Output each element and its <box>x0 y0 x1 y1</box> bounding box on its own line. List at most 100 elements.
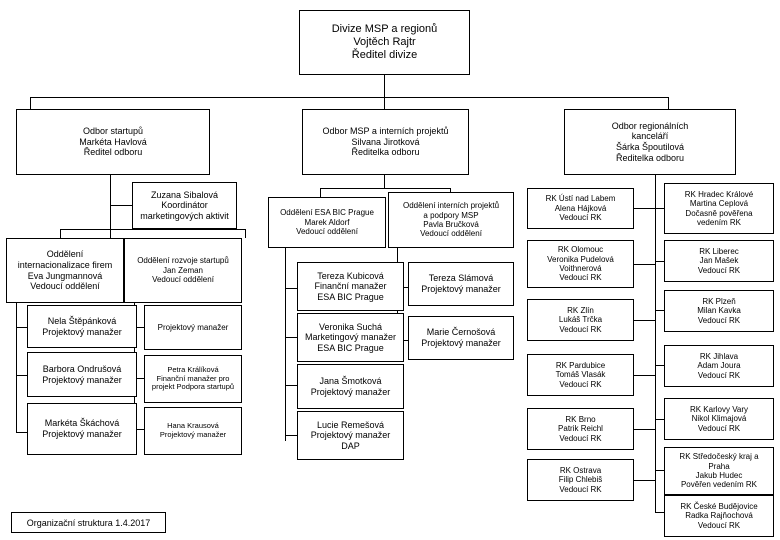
node-dept-internationalization[interactable]: Oddělení internacionalizace firem Eva Ju… <box>6 238 124 303</box>
intl-staff-2-person: Barbora Ondrušová <box>42 363 122 374</box>
node-rk-karlovy-vary[interactable]: RK Karlovy Vary Nikol Klimajová Vedoucí … <box>664 398 774 440</box>
node-esa-staff-1[interactable]: Tereza Kubicová Finanční manažer ESA BIC… <box>297 262 404 311</box>
rk-olomouc-person-line2: Voithnerová <box>559 264 602 273</box>
node-internal-staff-2[interactable]: Marie Černošová Projektový manažer <box>408 316 514 360</box>
node-internal-staff-1[interactable]: Tereza Slámová Projektový manažer <box>408 262 514 306</box>
rk-liberec-office: RK Liberec <box>699 246 739 256</box>
rk-stredocesky-role: Pověřen vedením RK <box>680 480 758 490</box>
rk-budejovice-office: RK České Budějovice <box>680 501 758 511</box>
node-root[interactable]: Divize MSP a regionů Vojtěch Rajtr Ředit… <box>299 10 470 75</box>
rk-hradec-role-line1: Dočasně pověřena <box>685 208 753 218</box>
connector-rk-right-7 <box>655 512 664 513</box>
node-dept-esa[interactable]: Oddělení ESA BIC Prague Marek Aldorf Ved… <box>268 197 386 248</box>
startupdev-staff-1-role: Projektový manažer <box>157 322 229 332</box>
node-rk-ostrava[interactable]: RK Ostrava Filip Chlebiš Vedoucí RK <box>527 459 634 501</box>
node-rk-hradec-kralove[interactable]: RK Hradec Králové Martina Ceplová Dočasn… <box>664 183 774 234</box>
rk-stredocesky-office-line2: Praha <box>708 461 730 471</box>
node-division-startups[interactable]: Odbor startupů Markéta Havlová Ředitel o… <box>16 109 210 175</box>
intl-unit-line2: internacionalizace firem <box>17 259 113 270</box>
node-rk-plzen[interactable]: RK Plzeň Milan Kavka Vedoucí RK <box>664 290 774 332</box>
connector-rk-left-6 <box>634 480 655 481</box>
esa-staff-2-role-line2: ESA BIC Prague <box>317 342 384 353</box>
rk-plzen-role: Vedoucí RK <box>697 315 741 325</box>
node-rk-liberec[interactable]: RK Liberec Jan Mašek Vedoucí RK <box>664 240 774 282</box>
rk-usti-role: Vedoucí RK <box>559 213 602 223</box>
rk-ostrava-person: Filip Chlebiš <box>558 475 603 485</box>
node-startupdev-staff-1[interactable]: Projektový manažer <box>144 305 242 350</box>
startups-person: Markéta Havlová <box>79 136 147 147</box>
intl-staff-3-person: Markéta Škáchová <box>44 418 120 429</box>
rk-zlin-person: Lukáš Trčka <box>558 315 603 325</box>
rk-jihlava-role: Vedoucí RK <box>697 370 741 380</box>
node-intl-staff-1[interactable]: Nela Štěpánková Projektový manažer <box>27 305 137 348</box>
esa-staff-1-role-line2: ESA BIC Prague <box>317 291 384 302</box>
intl-staff-1-person: Nela Štěpánková <box>47 315 117 326</box>
connector-msp-bus <box>320 188 450 189</box>
rk-budejovice-person: Radka Rajňochová <box>685 511 753 521</box>
node-esa-staff-4[interactable]: Lucie Remešová Projektový manažer DAP <box>297 411 404 460</box>
internal-role: Vedoucí oddělení <box>420 229 482 239</box>
startupdev-staff-2-role-line1: Finanční manažer pro <box>156 373 230 383</box>
rk-plzen-person: Milan Kavka <box>697 306 741 316</box>
connector-rk-right-1 <box>655 208 664 209</box>
rk-karlovy-office: RK Karlovy Vary <box>689 404 749 414</box>
coordinator-person: Zuzana Sibalová <box>150 189 219 200</box>
startupdev-staff-2-person: Petra Králíková <box>167 364 219 374</box>
connector-intl-staff-3 <box>16 432 27 433</box>
connector-regional-spine <box>655 175 656 512</box>
node-rk-olomouc[interactable]: RK Olomouc Veronika Pudelová Voithnerová… <box>527 240 634 288</box>
internal-unit-line1: Oddělení interních projektů <box>402 201 500 211</box>
startupdev-role: Vedoucí oddělení <box>152 275 214 285</box>
rk-hradec-person: Martina Ceplová <box>689 199 749 209</box>
node-coordinator[interactable]: Zuzana Sibalová Koordinátor marketingový… <box>132 182 237 229</box>
rk-karlovy-person: Nikol Klimajová <box>691 414 747 424</box>
node-division-msp[interactable]: Odbor MSP a interních projektů Silvana J… <box>302 109 469 175</box>
internal-staff-1-role: Projektový manažer <box>421 284 501 294</box>
startupdev-staff-2-role-line2: projekt Podpora startupů <box>151 382 235 392</box>
node-intl-staff-2[interactable]: Barbora Ondrušová Projektový manažer <box>27 352 137 397</box>
node-rk-ceske-budejovice[interactable]: RK České Budějovice Radka Rajňochová Ved… <box>664 495 774 537</box>
node-esa-staff-2[interactable]: Veronika Suchá Marketingový manažer ESA … <box>297 313 404 362</box>
node-dept-internal[interactable]: Oddělení interních projektů a podpory MS… <box>388 192 514 248</box>
esa-staff-3-person: Jana Šmotková <box>319 375 382 386</box>
node-division-regional[interactable]: Odbor regionálních kanceláří Šárka Špout… <box>564 109 736 175</box>
rk-brno-office: RK Brno <box>565 414 596 424</box>
node-startupdev-staff-3[interactable]: Hana Krausová Projektový manažer <box>144 407 242 455</box>
esa-unit: Oddělení ESA BIC Prague <box>280 208 374 218</box>
node-rk-stredocesky[interactable]: RK Středočeský kraj a Praha Jakub Hudec … <box>664 447 774 495</box>
node-rk-usti[interactable]: RK Ústí nad Labem Alena Hájková Vedoucí … <box>527 188 634 229</box>
connector-esa-staff-spine <box>285 248 286 441</box>
rk-liberec-person: Jan Mašek <box>699 256 739 266</box>
connector-rk-right-6 <box>655 470 664 471</box>
node-rk-pardubice[interactable]: RK Pardubice Tomáš Vlasák Vedoucí RK <box>527 354 634 396</box>
node-intl-staff-3[interactable]: Markéta Škáchová Projektový manažer <box>27 403 137 455</box>
node-rk-zlin[interactable]: RK Zlín Lukáš Trčka Vedoucí RK <box>527 299 634 341</box>
esa-staff-2-person: Veronika Suchá <box>318 321 383 332</box>
node-esa-staff-3[interactable]: Jana Šmotková Projektový manažer <box>297 364 404 409</box>
rk-karlovy-role: Vedoucí RK <box>697 423 741 433</box>
node-rk-brno[interactable]: RK Brno Patrik Reichl Vedoucí RK <box>527 408 634 450</box>
regional-unit-line1: Odbor regionálních <box>611 120 689 131</box>
regional-unit-line2: kanceláří <box>631 131 669 142</box>
node-rk-jihlava[interactable]: RK Jihlava Adam Joura Vedoucí RK <box>664 345 774 387</box>
node-startupdev-staff-2[interactable]: Petra Králíková Finanční manažer pro pro… <box>144 355 242 403</box>
rk-brno-person: Patrik Reichl <box>558 424 603 434</box>
node-dept-startup-development[interactable]: Oddělení rozvoje startupů Jan Zeman Vedo… <box>124 238 242 303</box>
msp-unit: Odbor MSP a interních projektů <box>322 126 449 137</box>
root-role: Ředitel divize <box>351 48 418 61</box>
esa-staff-1-role-line1: Finanční manažer <box>314 281 387 292</box>
startupdev-staff-3-person: Hana Krausová <box>167 421 219 431</box>
connector-rk-left-2 <box>634 264 655 265</box>
intl-staff-2-role: Projektový manažer <box>42 374 122 385</box>
connector-esa-staff-2 <box>285 337 297 338</box>
connector-intl-staff-2 <box>16 375 27 376</box>
legend-box: Organizační struktura 1.4.2017 <box>11 512 166 533</box>
esa-person: Marek Aldorf <box>304 217 350 227</box>
msp-person: Silvana Jirotková <box>351 136 420 147</box>
intl-staff-3-role: Projektový manažer <box>42 429 122 439</box>
rk-zlin-role: Vedoucí RK <box>559 324 602 334</box>
connector-to-regional <box>668 97 669 109</box>
esa-staff-4-person: Lucie Remešová <box>316 419 385 430</box>
connector-startupdev-staff-1 <box>134 327 144 328</box>
